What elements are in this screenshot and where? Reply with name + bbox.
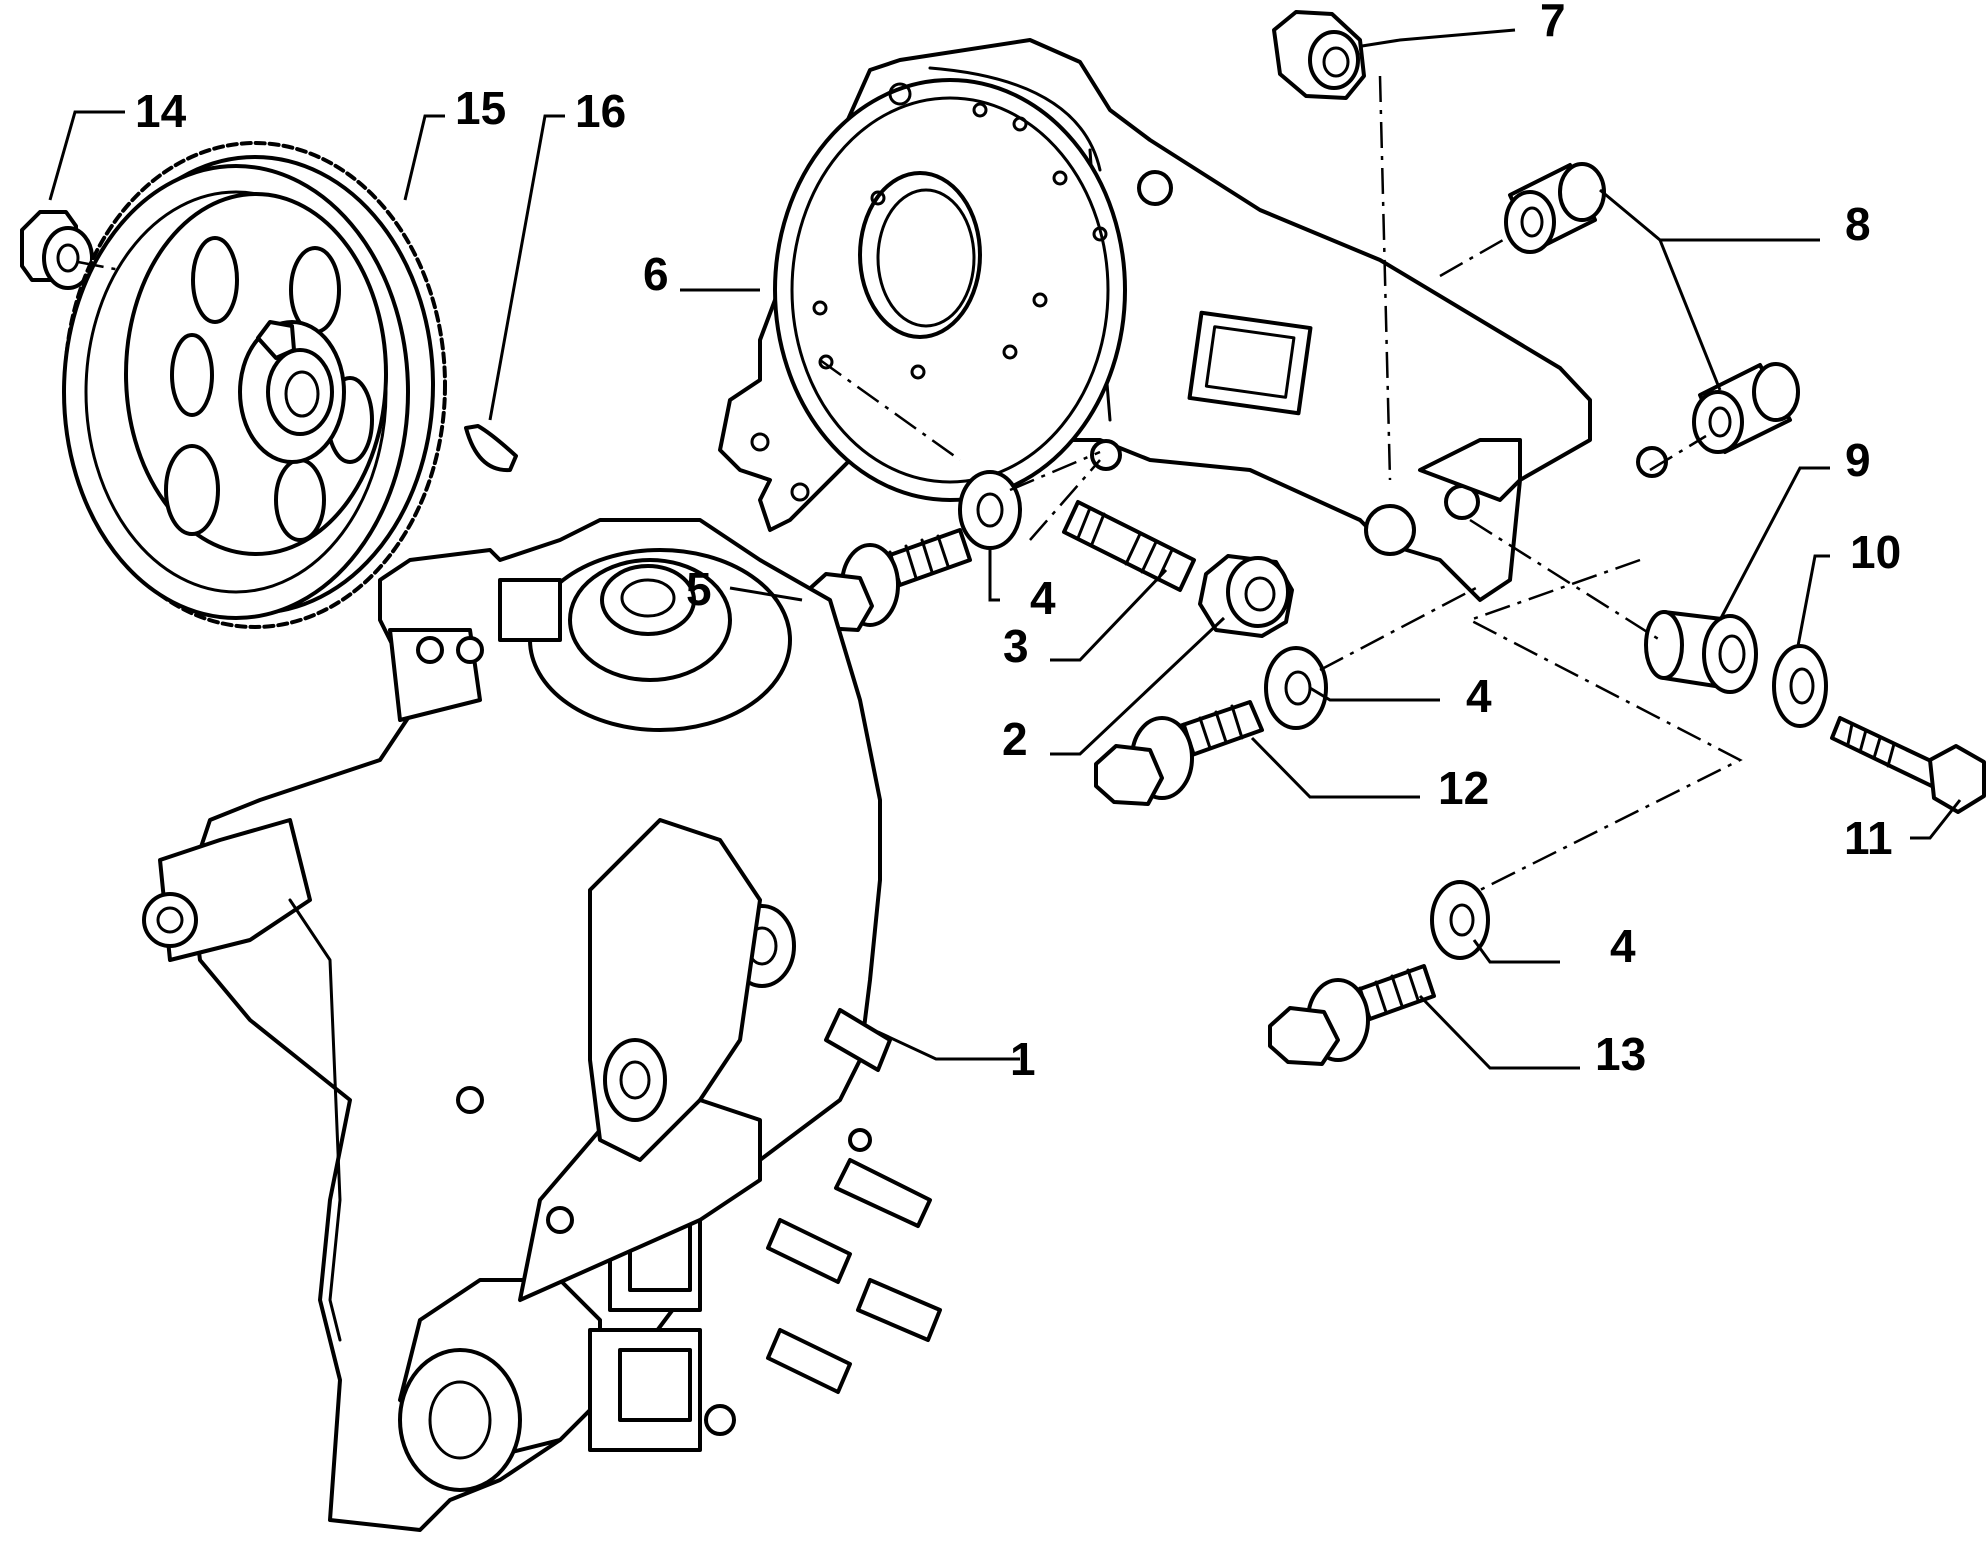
callout-8: 8 (1845, 198, 1871, 250)
part-flange-nut-14 (20, 210, 94, 290)
part-spacer-9 (1644, 610, 1758, 694)
part-washer-10 (1772, 644, 1828, 728)
callout-5: 5 (686, 563, 712, 615)
callout-10: 10 (1850, 526, 1901, 578)
callout-4c: 4 (1610, 920, 1636, 972)
callout-13: 13 (1595, 1028, 1646, 1080)
callout-labels: 1 2 3 4 4 4 5 6 7 8 9 10 11 12 13 14 15 … (135, 0, 1901, 1085)
part-washer-4-upper (958, 470, 1022, 550)
callout-12: 12 (1438, 762, 1489, 814)
part-bushing-8-lower (1692, 362, 1800, 454)
callout-14: 14 (135, 85, 187, 137)
part-flange-bolt-13 (1268, 964, 1436, 1066)
part-bushing-8-upper (1504, 162, 1606, 254)
callout-11: 11 (1844, 812, 1893, 864)
callout-9: 9 (1845, 434, 1871, 486)
part-stud-3 (1062, 500, 1196, 592)
callout-1: 1 (1010, 1033, 1036, 1085)
callout-4a: 4 (1030, 572, 1056, 624)
callout-4b: 4 (1466, 670, 1492, 722)
leader-lines (48, 28, 1962, 1070)
callout-7: 7 (1540, 0, 1566, 46)
part-woodruff-key-16 (464, 424, 518, 473)
part-washer-4-middle (1264, 646, 1328, 730)
part-hex-nut-7 (1272, 10, 1366, 100)
callout-3: 3 (1003, 620, 1029, 672)
callout-16: 16 (575, 85, 626, 137)
assembly-lines (77, 75, 1743, 892)
part-mounting-bracket-6 (718, 38, 1668, 602)
part-injection-pump-1 (142, 518, 942, 1532)
callout-6: 6 (643, 248, 669, 300)
part-nut-2 (1198, 554, 1294, 638)
part-flange-bolt-12 (1094, 700, 1264, 806)
callout-15: 15 (455, 82, 506, 134)
part-gear-wheel-15 (62, 141, 447, 629)
callout-2: 2 (1002, 713, 1028, 765)
part-hex-bolt-11 (1830, 716, 1986, 814)
part-washer-4-lower (1430, 880, 1490, 960)
